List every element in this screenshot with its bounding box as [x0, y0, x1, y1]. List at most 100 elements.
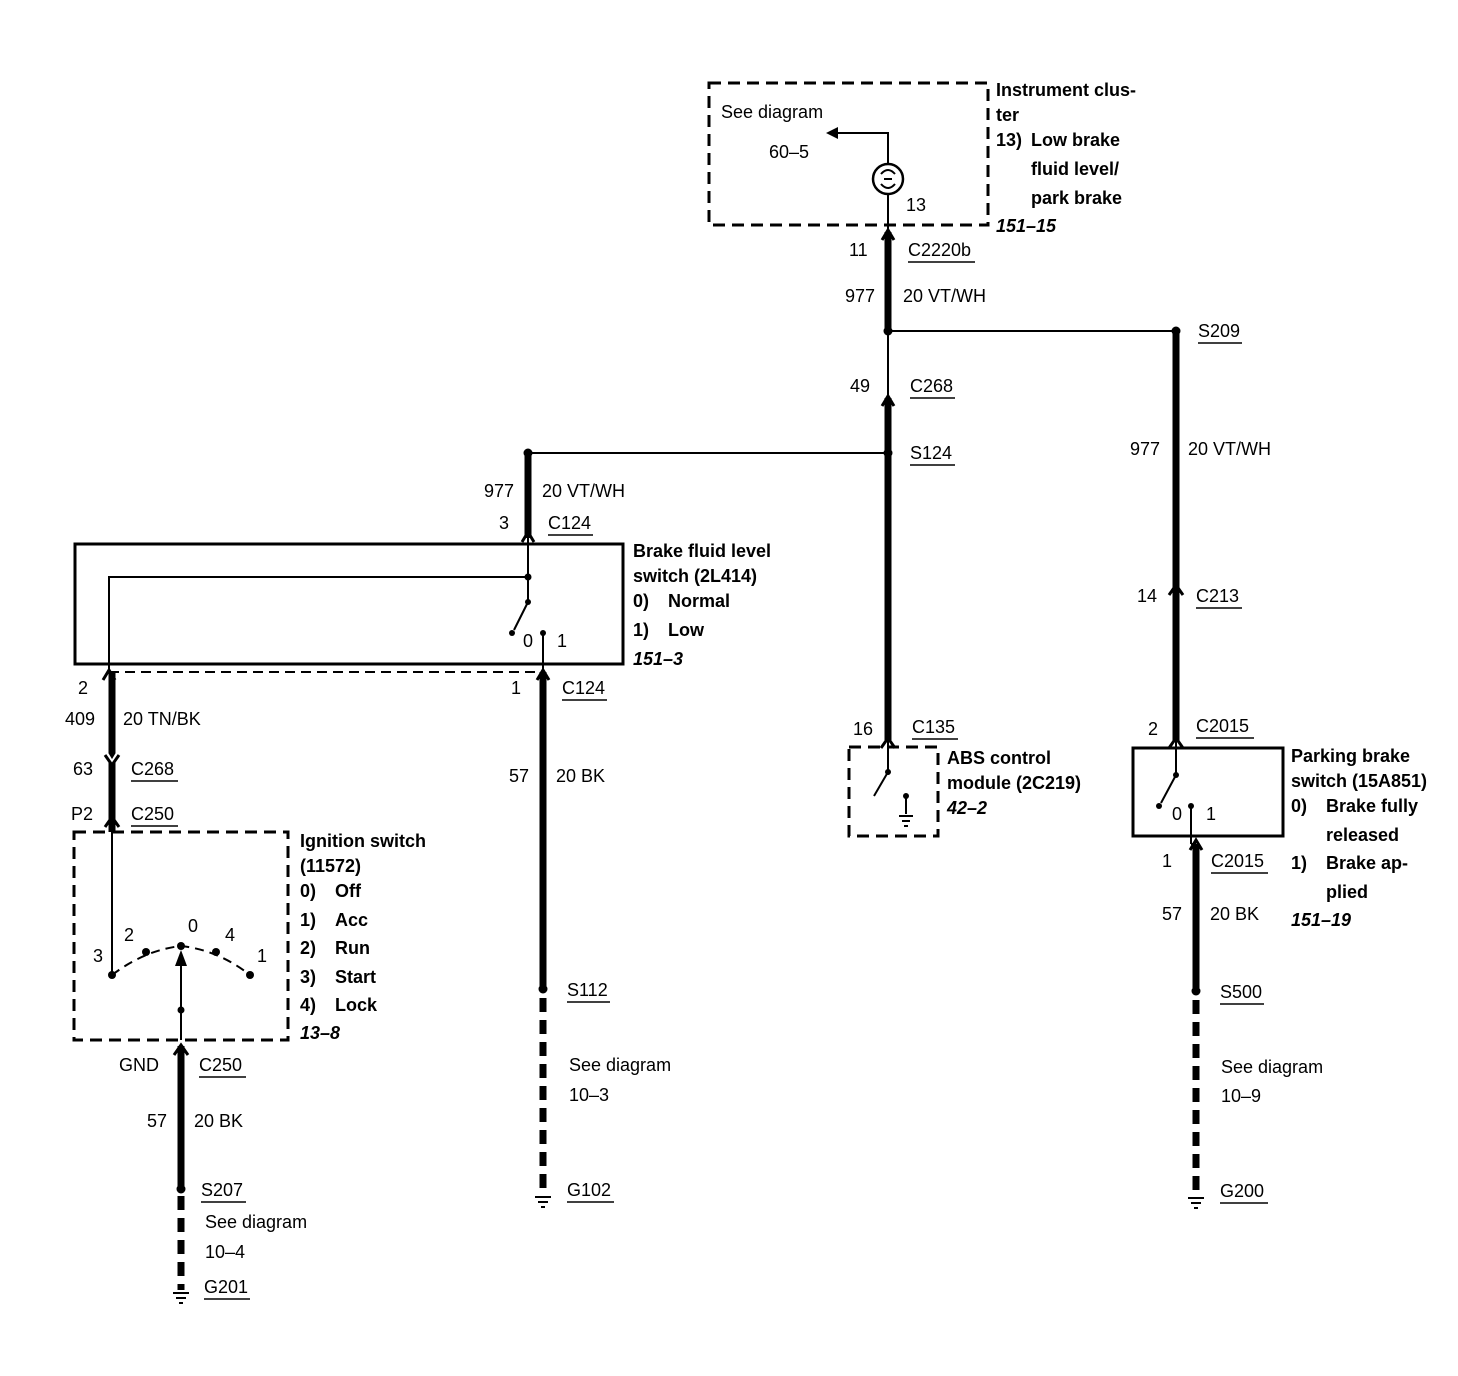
c268-bottom-gap — [104, 751, 120, 765]
c2015-bottom-name: C2015 — [1211, 851, 1264, 871]
g200-name: G200 — [1220, 1181, 1264, 1201]
ign-pos2: 2 — [124, 925, 134, 945]
ground-icon — [1188, 1197, 1204, 1209]
ground-icon — [173, 1292, 189, 1304]
ign-opt0-num: 0) — [300, 881, 316, 901]
c2015-bottom-pin: 1 — [1162, 851, 1172, 871]
cluster-item-num: 13) — [996, 130, 1022, 150]
arrow-left-icon — [826, 127, 838, 139]
ign-opt0-label: Off — [335, 881, 362, 901]
pbs-opt0-1: Brake fully — [1326, 796, 1418, 816]
bfs-internal-wire — [108, 576, 528, 672]
pbs-switch-blade-icon — [1160, 774, 1177, 804]
pbs-ref: 151–19 — [1291, 910, 1351, 930]
brake-fluid-level-switch: 0 1 Brake fluid level switch (2L414) 0) … — [73, 538, 771, 672]
ign-ref: 13–8 — [300, 1023, 340, 1043]
ign-opt2-num: 2) — [300, 938, 316, 958]
ign-opt4-label: Lock — [335, 995, 378, 1015]
wire-tnbk-circuit: 409 — [65, 709, 95, 729]
cluster-title-1: Instrument clus- — [996, 80, 1136, 100]
connector-c124-top-icon — [520, 529, 536, 543]
c2015-top-name: C2015 — [1196, 716, 1249, 736]
c250-bottom-pin: GND — [119, 1055, 159, 1075]
see-104-line2: 10–4 — [205, 1242, 245, 1262]
wire-mid-bk-circuit: 57 — [509, 766, 529, 786]
ign-opt2-label: Run — [335, 938, 370, 958]
cluster-title-2: ter — [996, 105, 1019, 125]
c135-pin: 16 — [853, 719, 873, 739]
s207-name: S207 — [201, 1180, 243, 1200]
wire-pb-bk-circuit: 57 — [1162, 904, 1182, 924]
bfs-pos1: 1 — [557, 631, 567, 651]
cluster-item-3: park brake — [1031, 188, 1122, 208]
pbs-title-1: Parking brake — [1291, 746, 1410, 766]
parking-brake-switch-box — [1131, 746, 1285, 838]
c124-bottom-name: C124 — [562, 678, 605, 698]
g102-name: G102 — [567, 1180, 611, 1200]
cluster-see-diagram: See diagram — [721, 102, 823, 122]
pbs-opt0-2: released — [1326, 825, 1399, 845]
cluster-item-1: Low brake — [1031, 130, 1120, 150]
pbs-opt1-2: plied — [1326, 882, 1368, 902]
pbs-pos1: 1 — [1206, 804, 1216, 824]
ign-opt4-num: 4) — [300, 995, 316, 1015]
bfs-opt0: Normal — [668, 591, 730, 611]
ign-pos4: 4 — [225, 925, 235, 945]
see-104-line1: See diagram — [205, 1212, 307, 1232]
pbs-title-2: switch (15A851) — [1291, 771, 1427, 791]
ign-pos0-dot — [177, 942, 185, 950]
pbs-opt1-1: Brake ap- — [1326, 853, 1408, 873]
cluster-pin: 13 — [906, 195, 926, 215]
connector-c2220b-icon — [880, 227, 896, 241]
ign-pos1: 1 — [257, 946, 267, 966]
ign-opt1-num: 1) — [300, 910, 316, 930]
connector-c213-icon — [1167, 582, 1185, 596]
c2015-top-pin: 2 — [1148, 719, 1158, 739]
c124-top-name: C124 — [548, 513, 591, 533]
abs-title-2: module (2C219) — [947, 773, 1081, 793]
connector-c250-top-icon — [103, 814, 121, 828]
abs-control-module: ABS control module (2C219) 42–2 — [847, 740, 1081, 838]
connector-c2015-bottom-icon — [1188, 837, 1204, 851]
ground-icon — [535, 1196, 551, 1208]
c268-top-pin: 49 — [850, 376, 870, 396]
bfs-title-2: switch (2L414) — [633, 566, 757, 586]
lamp-filament-icon — [880, 169, 896, 189]
s112-dot — [538, 984, 548, 994]
bfs-opt1: Low — [668, 620, 705, 640]
ign-pos0: 0 — [188, 916, 198, 936]
ign-title-1: Ignition switch — [300, 831, 426, 851]
ign-title-2: (11572) — [300, 856, 361, 876]
pbs-pos0: 0 — [1172, 804, 1182, 824]
c2220b-pin: 11 — [849, 240, 868, 260]
wire-left-circuit: 977 — [484, 481, 514, 501]
c268-top-name: C268 — [910, 376, 953, 396]
s500-dot — [1191, 986, 1201, 996]
ign-opt3-label: Start — [335, 967, 376, 987]
see-109-line1: See diagram — [1221, 1057, 1323, 1077]
see-109-line2: 10–9 — [1221, 1086, 1261, 1106]
see-103-line2: 10–3 — [569, 1085, 609, 1105]
wire-tnbk-spec: 20 TN/BK — [123, 709, 201, 729]
c268-bottom-name: C268 — [131, 759, 174, 779]
cluster-see-ref: 60–5 — [769, 142, 809, 162]
c124-bottom-pin-left: 2 — [78, 678, 88, 698]
s112-name: S112 — [567, 980, 608, 1000]
bfs-contact-0 — [509, 630, 515, 636]
abs-switch-blade-icon — [873, 771, 889, 797]
c268-bottom-pin: 63 — [73, 759, 93, 779]
ign-opt3-num: 3) — [300, 967, 316, 987]
instrument-cluster: See diagram 60–5 13 Instrument clus- ter… — [707, 80, 1136, 236]
cluster-item-2: fluid level/ — [1031, 159, 1119, 179]
c124-top-pin: 3 — [499, 513, 509, 533]
bfs-opt1-num: 1) — [633, 620, 649, 640]
c250-bottom-name: C250 — [199, 1055, 242, 1075]
abs-title-1: ABS control — [947, 748, 1051, 768]
s500-name: S500 — [1220, 982, 1262, 1002]
c135-name: C135 — [912, 717, 955, 737]
ign-pos1-dot — [246, 971, 254, 979]
bfs-pos0: 0 — [523, 631, 533, 651]
ign-pos3: 3 — [93, 946, 103, 966]
g201-name: G201 — [204, 1277, 248, 1297]
